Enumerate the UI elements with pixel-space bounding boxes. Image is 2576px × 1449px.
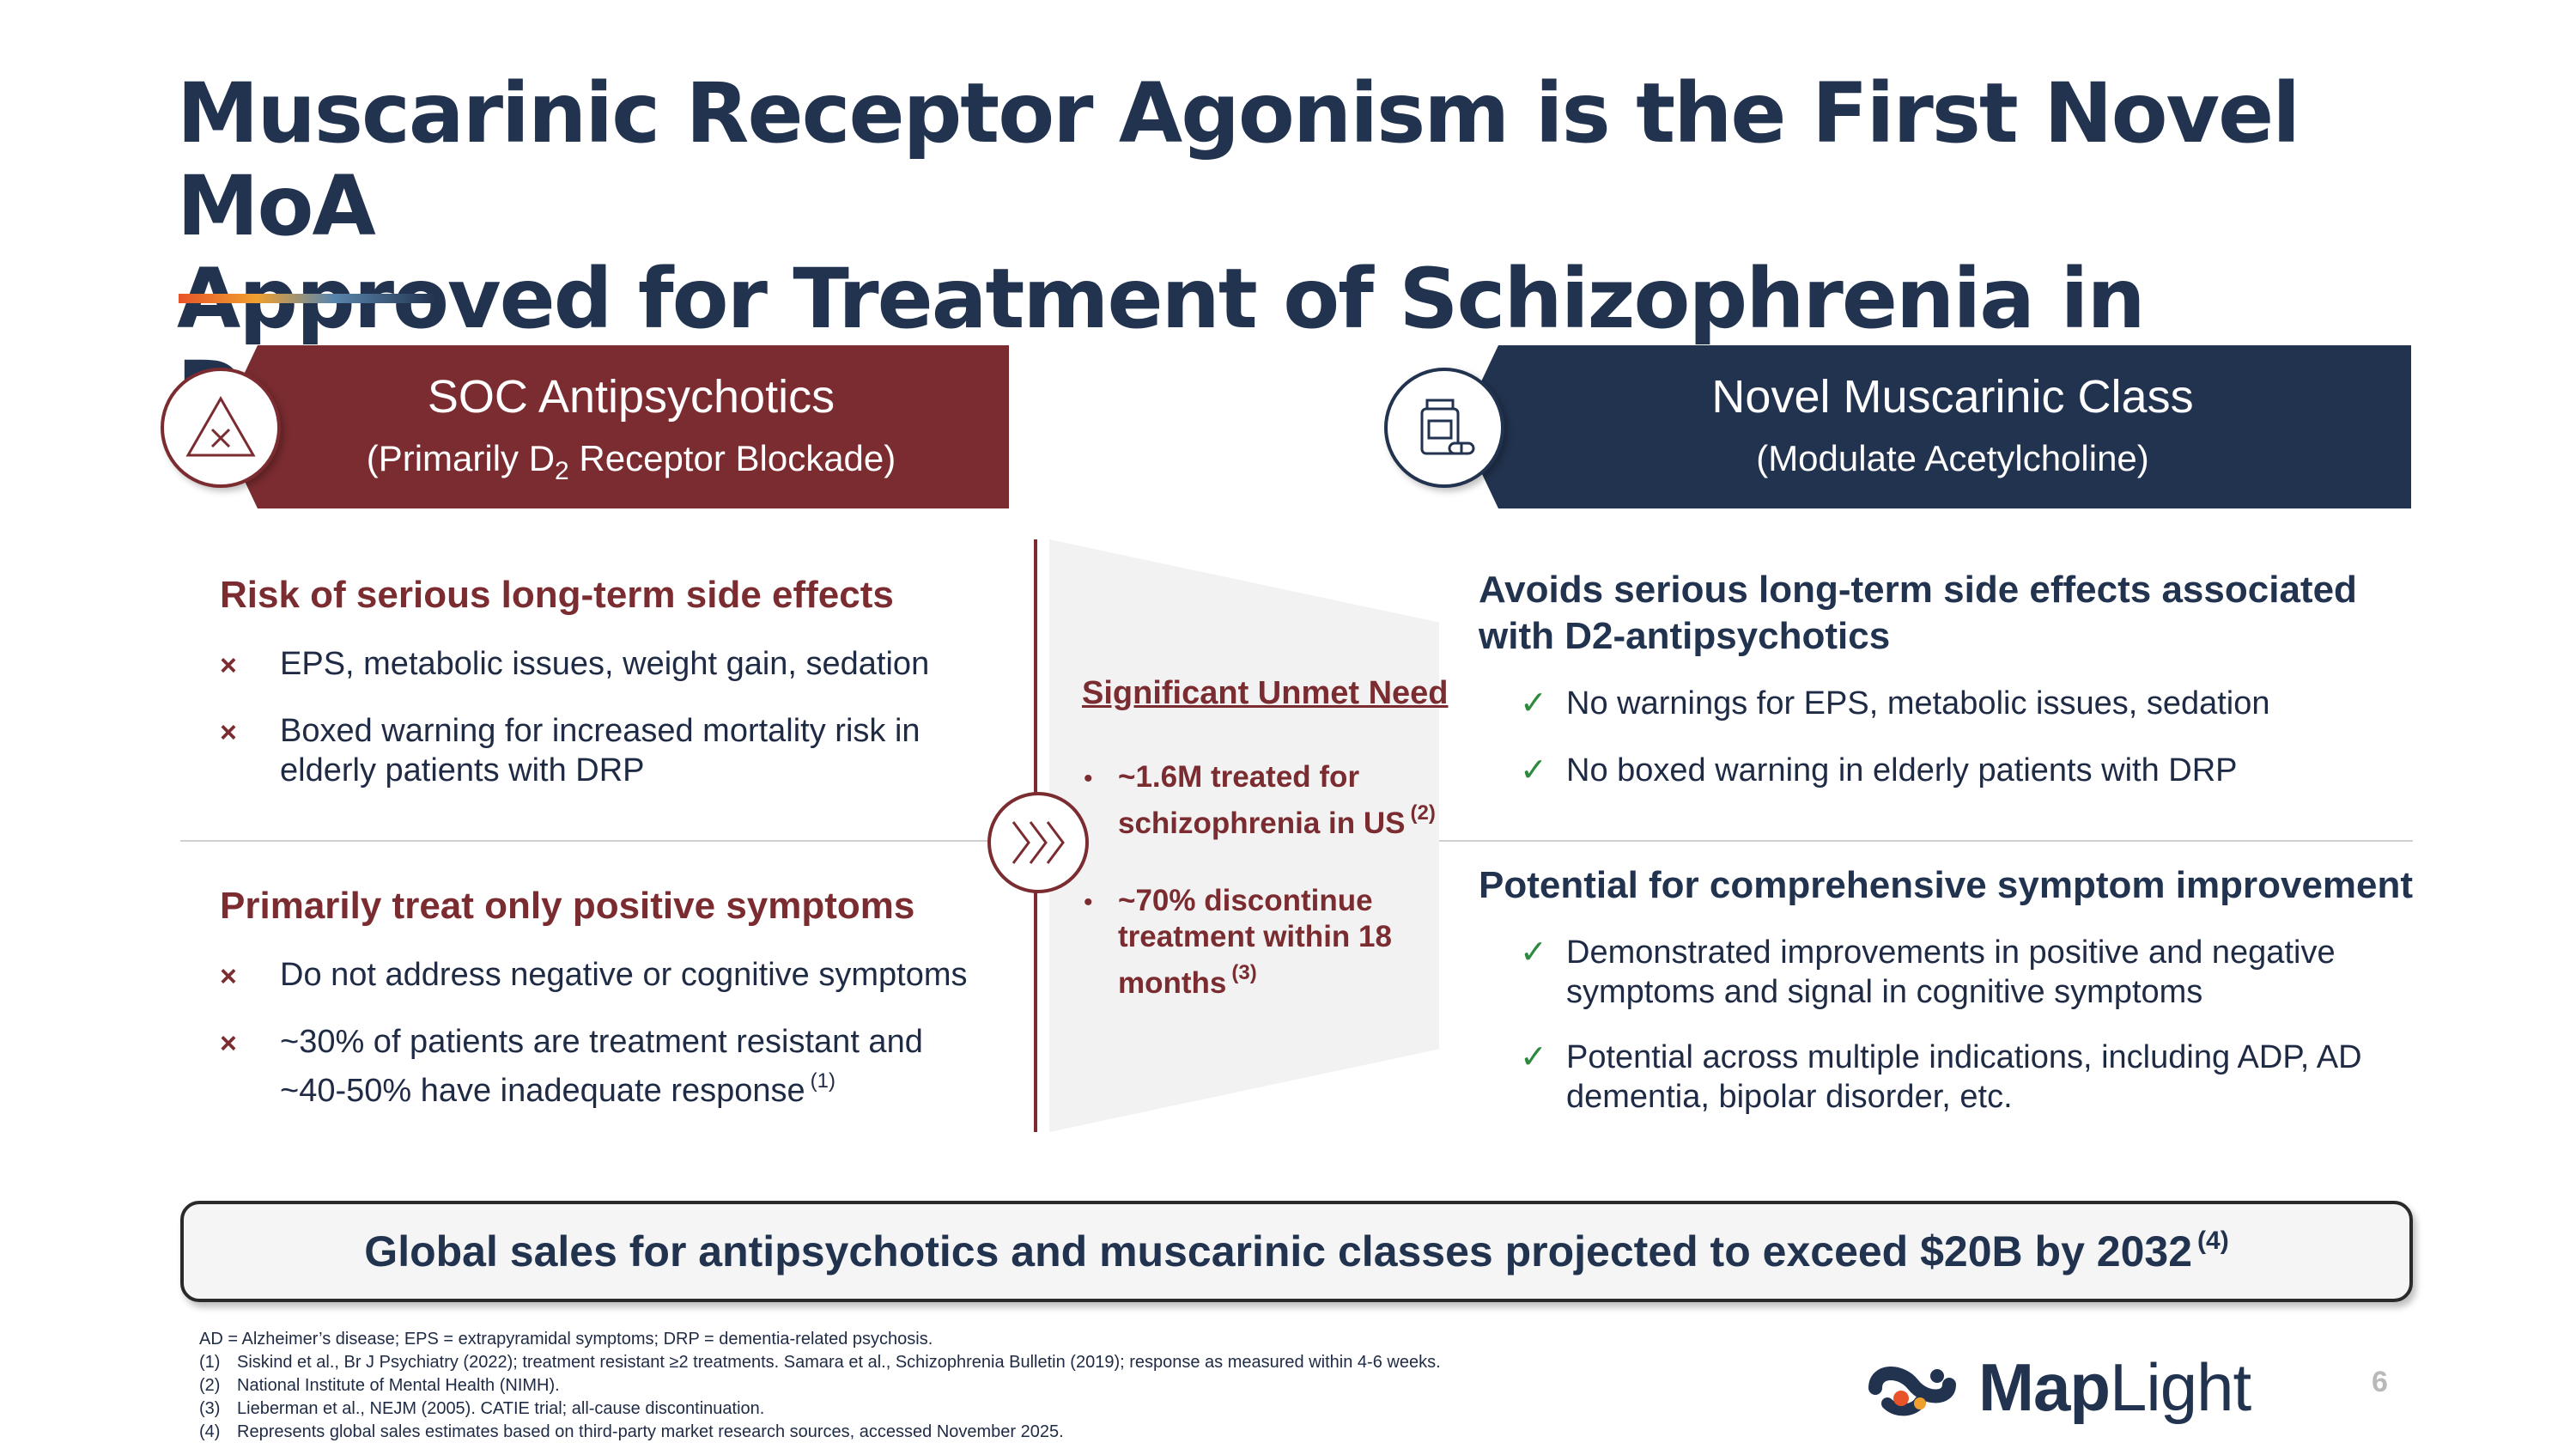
novel-banner: Novel Muscarinic Class (Modulate Acetylc… <box>1460 345 2411 508</box>
novel-section2-heading: Potential for comprehensive symptom impr… <box>1479 864 2414 906</box>
novel-s1-bullet-1: No warnings for EPS, metabolic issues, s… <box>1566 685 2270 721</box>
novel-s2-bullet-2-cont: dementia, bipolar disorder, etc. <box>1566 1079 2013 1115</box>
soc-banner-subtitle: (Primarily D2 Receptor Blockade) <box>366 438 896 485</box>
right-divider <box>1439 840 2413 842</box>
x-mark-icon: × <box>220 716 237 749</box>
novel-s2-bullet-1: Demonstrated improvements in positive an… <box>1566 935 2336 971</box>
check-mark-icon: ✓ <box>1520 1039 1547 1075</box>
maplight-logo-icon <box>1868 1366 1956 1416</box>
title-accent-bar <box>179 294 436 303</box>
soc-s2-bullet-2-cont: ~40-50% have inadequate response(1) <box>280 1069 835 1109</box>
pill-bottle-icon <box>1384 368 1504 488</box>
maplight-logo: MapLight <box>1863 1349 2251 1427</box>
check-mark-icon: ✓ <box>1520 752 1547 788</box>
soc-s1-bullet-2: Boxed warning for increased mortality ri… <box>280 713 920 749</box>
x-mark-icon: × <box>220 1027 237 1060</box>
novel-section1-heading: Avoids serious long-term side effects as… <box>1479 569 2357 657</box>
soc-s1-bullet-2-cont: elderly patients with DRP <box>280 752 645 788</box>
page-number: 6 <box>2372 1366 2388 1398</box>
maplight-logo-text: MapLight <box>1978 1349 2251 1425</box>
global-sales-callout: Global sales for antipsychotics and musc… <box>180 1201 2413 1302</box>
soc-s2-bullet-1: Do not address negative or cognitive sym… <box>280 957 968 993</box>
unmet-need-panel <box>1049 539 1439 1132</box>
global-sales-text: Global sales for antipsychotics and musc… <box>364 1227 2229 1275</box>
soc-s2-bullet-2: ~30% of patients are treatment resistant… <box>280 1024 923 1060</box>
x-mark-icon: × <box>220 649 237 682</box>
x-mark-icon: × <box>220 960 237 993</box>
left-divider <box>180 840 1034 842</box>
bullet-dot: • <box>1084 764 1093 793</box>
novel-s1-bullet-2: No boxed warning in elderly patients wit… <box>1566 752 2238 788</box>
soc-banner: SOC Antipsychotics (Primarily D2 Recepto… <box>219 345 1009 508</box>
soc-banner-title: SOC Antipsychotics <box>427 371 835 423</box>
check-mark-icon: ✓ <box>1520 685 1547 721</box>
soc-section2-heading: Primarily treat only positive symptoms <box>220 885 915 927</box>
novel-banner-title: Novel Muscarinic Class <box>1711 371 2194 423</box>
footnotes: AD = Alzheimer’s disease; EPS = extrapyr… <box>199 1328 1831 1444</box>
abbreviations-note: AD = Alzheimer’s disease; EPS = extrapyr… <box>199 1330 933 1349</box>
footnote-4: (4)Represents global sales estimates bas… <box>199 1422 1064 1441</box>
unmet-need-item-2: ~70% discontinue treatment within 18 mon… <box>1118 884 1392 1000</box>
warning-triangle-icon <box>161 368 281 488</box>
unmet-need-item-1: ~1.6M treated for schizophrenia in US(2) <box>1118 760 1436 840</box>
novel-s2-bullet-2: Potential across multiple indications, i… <box>1566 1039 2362 1075</box>
unmet-need-heading: Significant Unmet Need <box>1082 675 1449 711</box>
footnote-2: (2)National Institute of Mental Health (… <box>199 1376 560 1395</box>
check-mark-icon: ✓ <box>1520 935 1547 971</box>
novel-banner-subtitle: (Modulate Acetylcholine) <box>1756 438 2149 478</box>
soc-s1-bullet-1: EPS, metabolic issues, weight gain, seda… <box>280 646 930 682</box>
soc-section1-heading: Risk of serious long-term side effects <box>220 574 894 616</box>
footnote-1: (1)Siskind et al., Br J Psychiatry (2022… <box>199 1353 1441 1372</box>
novel-s2-bullet-1-cont: symptoms and signal in cognitive symptom… <box>1566 974 2203 1010</box>
bullet-dot: • <box>1084 888 1093 916</box>
page-title-line-1: Muscarinic Receptor Agonism is the First… <box>177 65 2300 254</box>
chevrons-right-icon <box>987 792 1089 893</box>
footnote-3: (3)Lieberman et al., NEJM (2005). CATIE … <box>199 1399 765 1418</box>
